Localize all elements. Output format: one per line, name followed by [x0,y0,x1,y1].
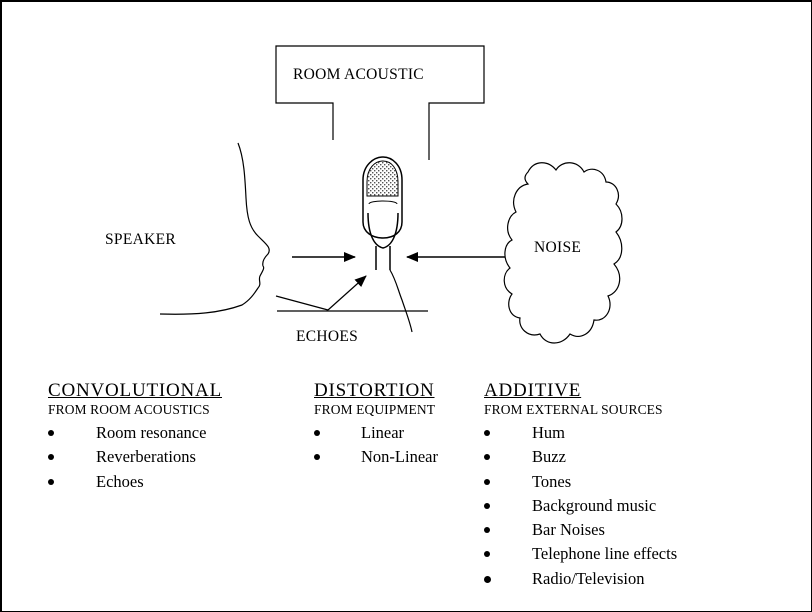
bullet-icon [484,575,491,583]
convolutional-heading: CONVOLUTIONAL [48,380,222,401]
list-item: Bar Noises [484,518,677,542]
room-acoustic-callout [275,45,485,160]
additive-column: ADDITIVE FROM EXTERNAL SOURCES Hum Buzz … [484,380,677,591]
list-item: Telephone line effects [484,542,677,566]
speaker-label: SPEAKER [105,231,177,248]
bullet-icon [48,454,54,461]
bullet-icon [484,502,490,509]
room-acoustic-label: ROOM ACOUSTIC [293,66,424,83]
list-item: Background music [484,494,677,518]
noise-label: NOISE [534,239,582,256]
list-item: Non-Linear [314,445,438,469]
convolutional-column: CONVOLUTIONAL FROM ROOM ACOUSTICS Room r… [48,380,222,494]
list-item: Buzz [484,445,677,469]
bullet-icon [484,454,490,461]
convolutional-subheading: FROM ROOM ACOUSTICS [48,402,210,417]
bullet-icon [484,551,490,558]
list-item: Reverberations [48,445,222,469]
echoes-label: ECHOES [296,328,359,345]
microphone-icon [362,156,413,333]
list-item: Tones [484,470,677,494]
list-item: Room resonance [48,421,222,445]
distortion-heading: DISTORTION [314,380,435,401]
distortion-column: DISTORTION FROM EQUIPMENT Linear Non-Lin… [314,380,438,470]
list-item: Linear [314,421,438,445]
additive-heading: ADDITIVE [484,380,582,401]
noise-cloud [503,162,623,344]
bullet-icon [484,527,490,534]
list-item: Radio/Television [484,567,677,591]
echo-paths [275,275,428,312]
bullet-icon [48,430,54,436]
list-item: Hum [484,421,677,445]
bullet-icon [484,430,490,436]
bullet-icon [48,478,54,485]
distortion-subheading: FROM EQUIPMENT [314,402,436,417]
bullet-icon [314,454,320,461]
bullet-icon [314,430,320,436]
additive-subheading: FROM EXTERNAL SOURCES [484,402,663,417]
speaker-face-outline [159,142,270,315]
list-item: Echoes [48,470,222,494]
bullet-icon [484,478,490,485]
